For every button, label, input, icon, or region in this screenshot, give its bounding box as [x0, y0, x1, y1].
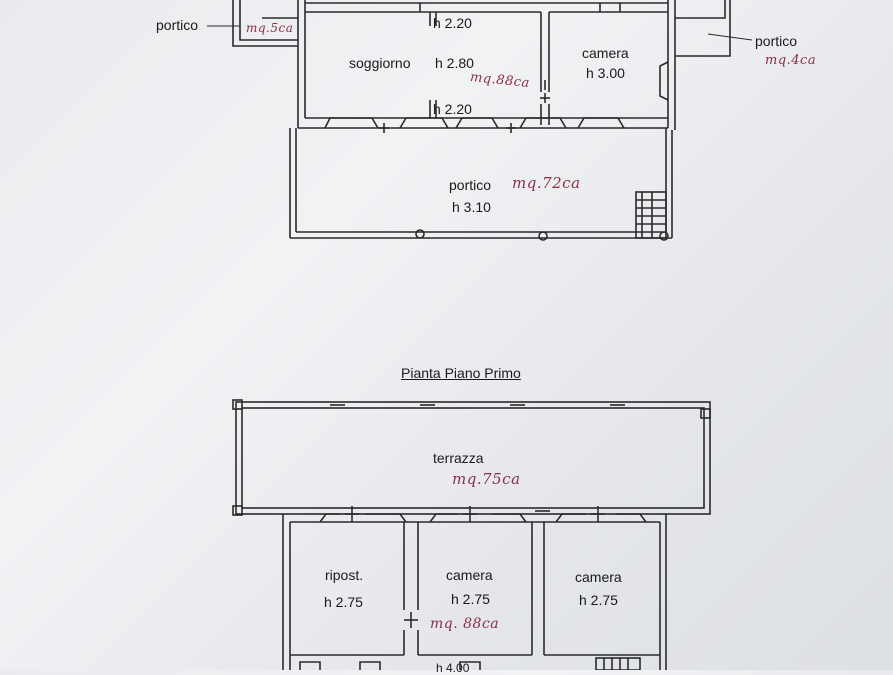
portico-left-label: portico [156, 17, 199, 33]
terrazza-area-note: mq.75ca [452, 470, 521, 488]
camera-2-label: camera [575, 569, 622, 585]
column-marker [415, 229, 425, 239]
soggiorno-label: soggiorno [349, 55, 411, 71]
height-mid-label: h 2.20 [433, 101, 472, 117]
camera-label: camera [582, 45, 629, 61]
bottom-height-label: h 4.00 [436, 661, 470, 675]
height-top-label: h 2.20 [433, 15, 472, 31]
first-floor-rooms [282, 506, 667, 670]
column-marker [538, 231, 548, 241]
camera-1-height-label: h 2.75 [451, 591, 490, 607]
terrazza-label: terrazza [433, 450, 484, 466]
camera-1-label: camera [446, 567, 493, 583]
ripost-label: ripost. [325, 567, 364, 583]
column-marker [659, 231, 669, 241]
portico-main-area-note: mq.72ca [512, 174, 581, 192]
ripost-height-label: h 2.75 [324, 594, 363, 610]
camera-1-area-note: mq. 88ca [430, 616, 500, 632]
camera-height-label: h 3.00 [586, 65, 625, 81]
left-portico-outline [232, 0, 298, 47]
camera-2-height-label: h 2.75 [579, 592, 618, 608]
portico-right-area-note: mq.4ca [765, 53, 817, 68]
soggiorno-height-label: h 2.80 [435, 55, 474, 71]
first-floor-title: Pianta Piano Primo [401, 365, 521, 381]
portico-right-label: portico [755, 33, 798, 49]
portico-left-area-note: mq.5ca [246, 21, 294, 35]
ground-floor-walls [289, 0, 731, 239]
portico-main-label: portico [449, 177, 492, 193]
portico-main-height-label: h 3.10 [452, 199, 491, 215]
